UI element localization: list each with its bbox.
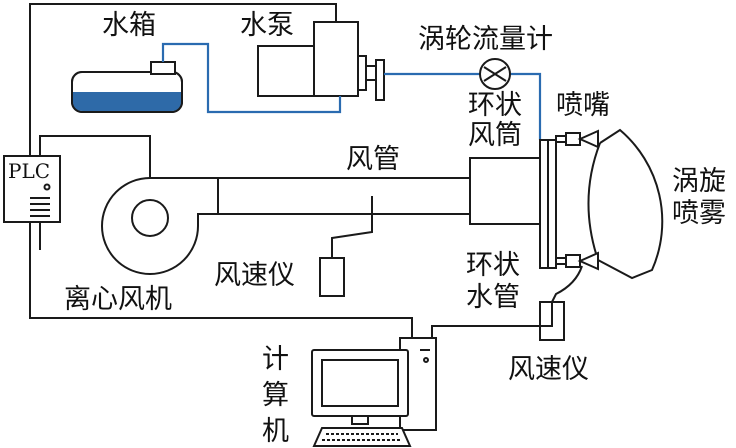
label-computer-char2: 算 bbox=[262, 380, 289, 411]
label-annular-air-duct-line1: 环状 bbox=[468, 90, 522, 121]
label-annular-water-pipe-line1: 环状 bbox=[466, 250, 520, 281]
label-swirl-spray-line1: 涡旋 bbox=[672, 166, 726, 197]
annular-air-duct bbox=[469, 139, 557, 269]
nozzle-bottom bbox=[555, 251, 599, 271]
label-centrifugal-fan: 离心风机 bbox=[64, 284, 172, 315]
label-computer-char3: 机 bbox=[262, 416, 289, 447]
label-swirl-spray-line2: 喷雾 bbox=[672, 198, 726, 229]
label-annular-water-pipe-line2: 水管 bbox=[466, 282, 520, 313]
centrifugal-fan bbox=[101, 177, 219, 275]
turbine-flowmeter bbox=[479, 58, 511, 90]
plc-box bbox=[3, 155, 61, 223]
anemometer-right-device bbox=[539, 265, 583, 341]
water-tank bbox=[71, 61, 183, 113]
label-plc: PLC bbox=[8, 159, 50, 183]
anemometer-left-device bbox=[319, 196, 373, 297]
label-computer-char1: 计 bbox=[262, 344, 289, 375]
label-water-pump: 水泵 bbox=[240, 10, 294, 41]
nozzle-top bbox=[555, 129, 599, 149]
label-air-pipe: 风管 bbox=[346, 144, 400, 175]
swirl-spray-cone bbox=[587, 128, 664, 280]
label-turbine-flowmeter: 涡轮流量计 bbox=[418, 24, 553, 55]
label-anemometer-left: 风速仪 bbox=[214, 260, 295, 291]
computer bbox=[311, 302, 553, 447]
water-pipes bbox=[161, 42, 542, 140]
label-anemometer-right: 风速仪 bbox=[508, 354, 589, 385]
air-duct bbox=[218, 177, 470, 215]
label-water-tank: 水箱 bbox=[102, 10, 156, 41]
plc-wiring bbox=[29, 3, 413, 338]
label-nozzle: 喷嘴 bbox=[556, 90, 610, 121]
label-annular-air-duct-line2: 风筒 bbox=[468, 120, 522, 151]
